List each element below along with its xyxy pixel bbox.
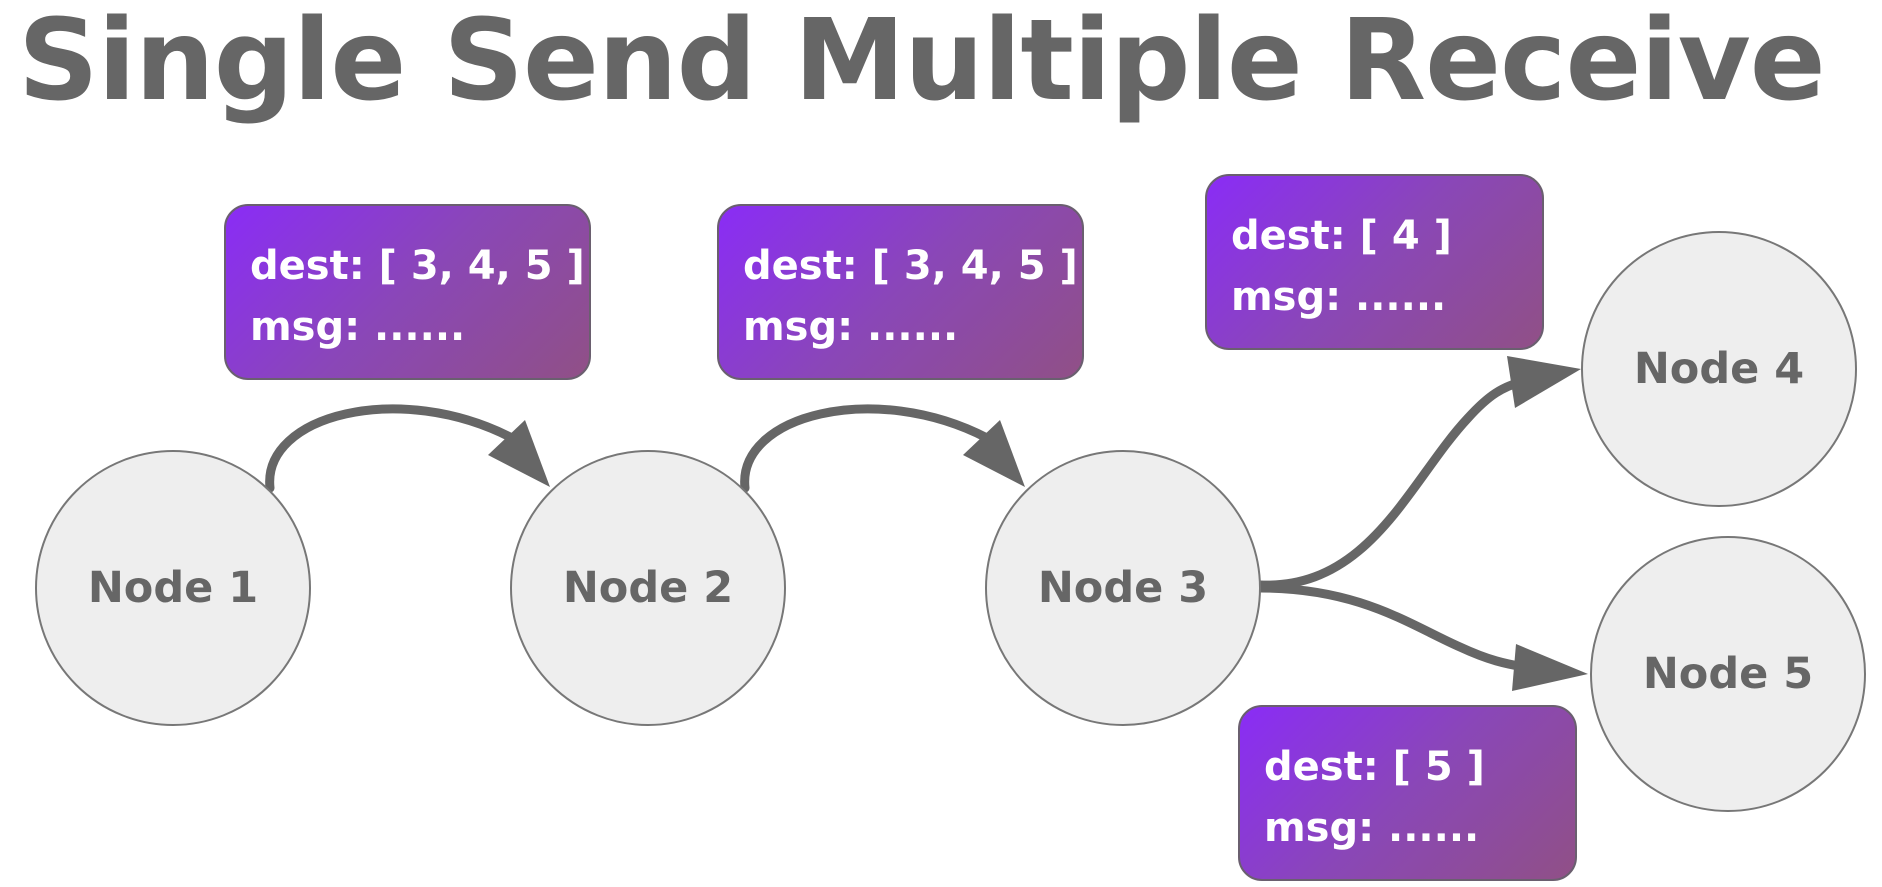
edge-node3-node5-arrowhead	[1512, 644, 1588, 691]
node-1-label: Node 1	[87, 563, 259, 613]
message-box-2: dest: [ 3, 4, 5 ] msg: ......	[717, 204, 1084, 380]
edge-node3-node4	[1255, 356, 1581, 590]
edge-node1-node2	[265, 404, 550, 493]
message-box-3-dest: dest: [ 4 ]	[1231, 213, 1452, 259]
edge-node2-node3-line	[740, 404, 992, 493]
message-box-1-msg: msg: ......	[250, 304, 466, 350]
message-box-4-msg: msg: ......	[1264, 805, 1480, 851]
message-box-4: dest: [ 5 ] msg: ......	[1238, 705, 1577, 881]
node-5-label: Node 5	[1642, 649, 1814, 699]
edge-node2-node3	[740, 404, 1025, 493]
diagram-title: Single Send Multiple Receive	[18, 0, 1826, 126]
node-4: Node 4	[1581, 231, 1857, 507]
node-2-label: Node 2	[562, 563, 734, 613]
message-box-3-msg: msg: ......	[1231, 274, 1447, 320]
edge-node2-node3-arrowhead	[963, 420, 1025, 487]
edge-node3-node5-line	[1255, 583, 1535, 673]
node-2: Node 2	[510, 450, 786, 726]
node-3-label: Node 3	[1037, 563, 1209, 613]
message-box-1: dest: [ 3, 4, 5 ] msg: ......	[224, 204, 591, 380]
node-3: Node 3	[985, 450, 1261, 726]
edge-node3-node5	[1255, 583, 1588, 691]
node-1: Node 1	[35, 450, 311, 726]
message-box-2-msg: msg: ......	[743, 304, 959, 350]
message-box-3: dest: [ 4 ] msg: ......	[1205, 174, 1544, 350]
edge-node1-node2-arrowhead	[488, 420, 550, 487]
edge-node3-node4-arrowhead	[1507, 356, 1581, 408]
edge-node1-node2-line	[265, 404, 517, 493]
message-box-1-dest: dest: [ 3, 4, 5 ]	[250, 243, 585, 289]
edge-node3-node4-line	[1255, 375, 1533, 590]
message-box-4-dest: dest: [ 5 ]	[1264, 744, 1485, 790]
node-4-label: Node 4	[1633, 344, 1805, 394]
message-box-2-dest: dest: [ 3, 4, 5 ]	[743, 243, 1078, 289]
node-5: Node 5	[1590, 536, 1866, 812]
